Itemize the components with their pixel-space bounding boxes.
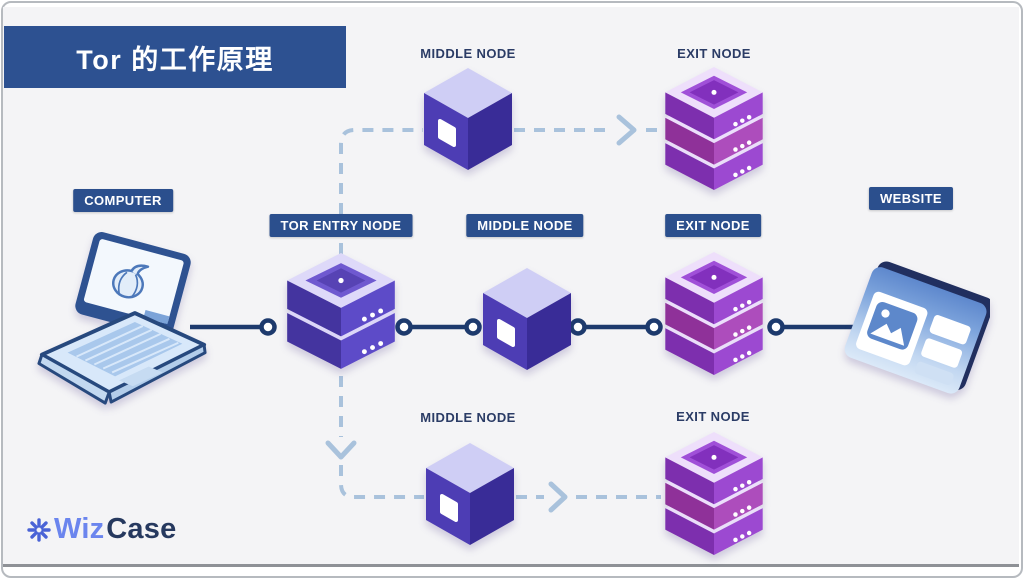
website-browser-icon — [844, 261, 990, 394]
label-exit-node-top: EXIT NODE — [677, 46, 751, 61]
entry-node-server-stack-icon — [287, 253, 395, 373]
middle-node-cube-top-icon — [424, 68, 512, 172]
arrow-icons — [325, 114, 637, 513]
arrow-right-bottom-icon — [548, 481, 568, 513]
computer-laptop-icon — [37, 232, 207, 405]
title-banner: Tor 的工作原理 — [4, 26, 346, 88]
logo-word-wiz: Wiz — [54, 513, 105, 545]
asterisk-flower-icon — [27, 517, 51, 542]
label-exit-node-bottom: EXIT NODE — [676, 409, 750, 424]
exit-node-server-stack-bottom-icon — [665, 432, 763, 555]
label-website: WEBSITE — [868, 187, 954, 210]
exit-node-server-stack-center-icon — [665, 252, 763, 375]
label-exit-node-center: EXIT NODE — [665, 214, 761, 237]
dashed-path-lines — [339, 128, 663, 499]
label-middle-node-bottom: MIDDLE NODE — [420, 410, 516, 425]
arrow-down-icon — [325, 440, 357, 460]
arrow-right-top-icon — [616, 114, 637, 146]
label-tor-entry-node: TOR ENTRY NODE — [269, 214, 413, 237]
exit-node-server-stack-top-icon — [665, 67, 763, 190]
middle-node-cube-center-icon — [483, 268, 571, 372]
logo-word-case: Case — [106, 513, 177, 545]
middle-node-cube-bottom-icon — [426, 443, 514, 547]
label-middle-node-center: MIDDLE NODE — [466, 214, 584, 237]
label-computer: COMPUTER — [73, 189, 173, 212]
label-middle-node-top: MIDDLE NODE — [420, 46, 516, 61]
connector-ring-icons — [259, 318, 785, 336]
